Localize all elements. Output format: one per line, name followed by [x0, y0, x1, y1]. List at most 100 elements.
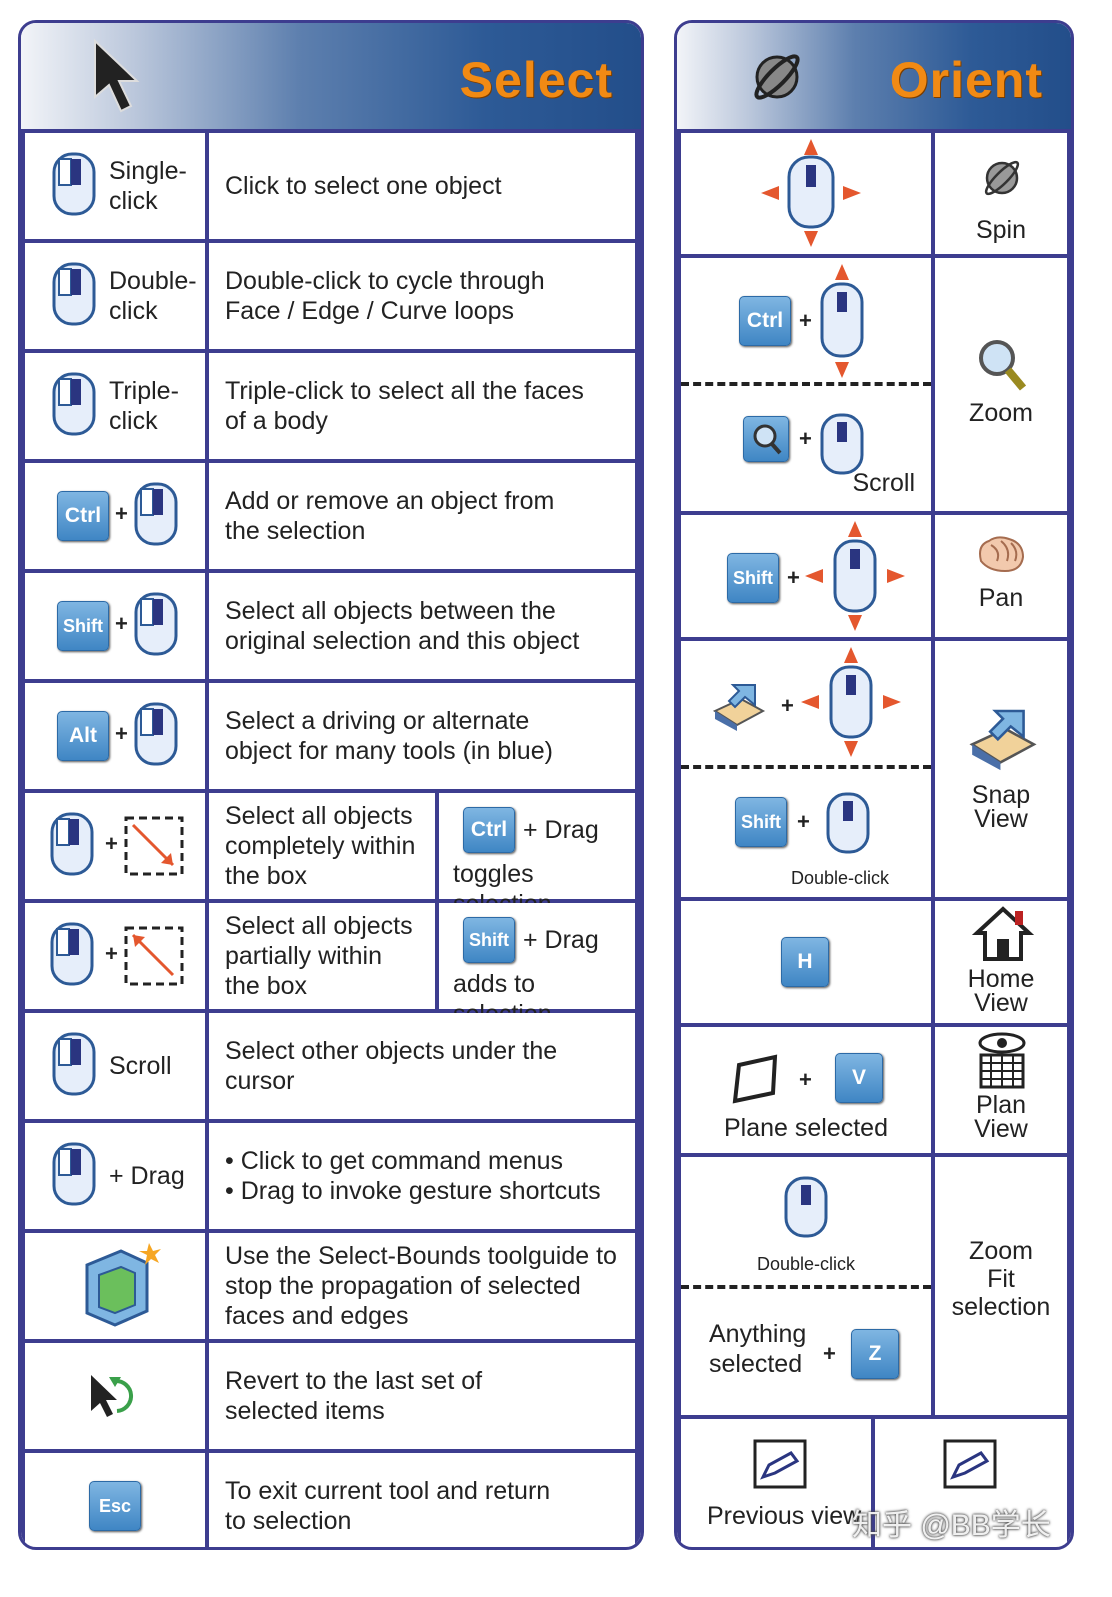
mouse-icon: [784, 1176, 828, 1238]
h-key: H: [781, 937, 829, 987]
double-click-label: Double-click: [791, 868, 890, 888]
orient-panel: Orient Spin Ctrl +: [674, 20, 1074, 1550]
select-description: Double-click to cycle through Face / Edg…: [225, 267, 545, 325]
mouse-icon: [134, 482, 178, 546]
fit-gesture-cell: Double-click Anything selected + Z: [681, 1157, 931, 1415]
plus-sign: +: [115, 501, 128, 526]
zoom-label: Zoom: [969, 399, 1033, 427]
select-description-cell: • Click to get command menus • Drag to i…: [209, 1123, 635, 1229]
hand-icon: [979, 536, 1025, 573]
divider: [681, 382, 931, 386]
mouse-icon: [52, 262, 96, 326]
plus-sign: +: [105, 941, 118, 966]
mouse-icon: [50, 922, 94, 986]
mouse-icon: [820, 413, 864, 475]
pan-gesture-cell: Shift +: [681, 515, 931, 637]
select-description: Triple-click to select all the faces of …: [225, 377, 584, 435]
zoom-fit-label: Zoom Fit selection: [951, 1237, 1051, 1321]
spin-icon: [984, 160, 1020, 196]
plus-sign: +: [799, 308, 812, 333]
home-gesture-cell: H: [681, 901, 931, 1023]
select-action-cell: Shift+: [25, 573, 205, 679]
mouse-icon: [134, 702, 178, 766]
plan-view-label: Plan View: [974, 1091, 1028, 1143]
plus-sign: +: [823, 1341, 836, 1366]
mouse-icon: [52, 1142, 96, 1206]
mouse-drag-icon: [761, 139, 861, 247]
previous-view-cell: Previous view: [681, 1419, 871, 1547]
revert-cursor-icon: [91, 1375, 134, 1417]
select-description: To exit current tool and return to selec…: [225, 1477, 551, 1535]
previous-view-label: Previous view: [707, 1502, 862, 1530]
mouse-icon: [52, 1032, 96, 1096]
zoom-icon: [979, 340, 1027, 391]
select-description: Add or remove an object from the selecti…: [225, 487, 555, 545]
home-cell: Home View: [935, 901, 1067, 1023]
select-action-cell: Single- click: [25, 133, 205, 239]
drag-label: + Drag: [523, 926, 599, 954]
orbit-icon: [754, 54, 800, 100]
modifier-key: Ctrl: [57, 491, 109, 541]
select-action-cell: [25, 1233, 205, 1339]
select-action-label: + Drag: [109, 1162, 185, 1190]
select-panel: Select Single- click Click to select one …: [18, 20, 644, 1550]
mouse-updown-icon: [820, 264, 864, 378]
spin-cell: Spin: [935, 133, 1067, 254]
select-description-cell: Click to select one object: [209, 133, 635, 239]
snap-view-icon: [969, 709, 1037, 771]
double-click-label: Double-click: [756, 1254, 856, 1274]
select-description-cell: Use the Select-Bounds toolguide to stop …: [209, 1233, 635, 1339]
select-action-cell: +: [25, 903, 205, 1009]
plan-view-icon: [978, 1032, 1026, 1089]
select-description-cell: Select all objects completely within the…: [209, 793, 435, 899]
anything-selected-label: Anything selected: [709, 1320, 807, 1378]
fit-cell: Zoom Fit selection: [935, 1157, 1067, 1415]
select-action-cell: Alt+: [25, 683, 205, 789]
next-view-icon: [943, 1439, 997, 1489]
select-description-cell: Add or remove an object from the selecti…: [209, 463, 635, 569]
select-description: Select all objects between the original …: [225, 597, 580, 655]
scroll-label: Scroll: [852, 469, 915, 497]
home-view-label: Home View: [967, 965, 1035, 1017]
select-bounds-icon: [85, 1243, 161, 1327]
modifier-key: Shift: [463, 917, 515, 963]
select-header: Select: [21, 23, 641, 129]
select-description-cell: Revert to the last set of selected items: [209, 1343, 635, 1449]
mouse-icon: [826, 792, 870, 854]
house-icon: [971, 906, 1035, 961]
select-action-cell: Triple- click: [25, 353, 205, 459]
previous-view-icon: [753, 1439, 807, 1489]
select-description: Select all objects completely within the…: [225, 802, 416, 890]
select-title: Select: [459, 52, 613, 108]
select-action-label: Single- click: [109, 157, 187, 215]
pan-label: Pan: [978, 584, 1024, 612]
spin-label: Spin: [975, 216, 1027, 244]
select-action-cell: Ctrl+: [25, 463, 205, 569]
select-action-label: Double- click: [109, 267, 197, 325]
select-description: Select other objects under the cursor: [225, 1037, 558, 1095]
z-key: Z: [851, 1329, 899, 1379]
select-description-cell: Select all objects partially within the …: [209, 903, 435, 1009]
select-action-label: Scroll: [109, 1052, 172, 1080]
v-key: V: [835, 1053, 883, 1103]
zoom-gesture-cell: Ctrl + + Scroll: [681, 258, 931, 511]
selection-box-icon: [124, 816, 184, 876]
mouse-drag-icon: [801, 647, 901, 757]
snap-cell: Snap View: [935, 641, 1067, 897]
select-description: Click to select one object: [225, 172, 502, 200]
select-action-cell: [25, 1343, 205, 1449]
select-description-cell: Select a driving or alternate object for…: [209, 683, 635, 789]
snap-gesture-cell: + Shift + Double-click: [681, 641, 931, 897]
plus-sign: +: [799, 426, 812, 451]
select-action-cell: Scroll: [25, 1013, 205, 1119]
select-description: Use the Select-Bounds toolguide to stop …: [225, 1242, 617, 1330]
shift-key: Shift: [727, 553, 779, 603]
plus-sign: +: [799, 1067, 812, 1092]
shift-key: Shift: [735, 797, 787, 847]
select-action-cell: + Drag: [25, 1123, 205, 1229]
select-action-cell: +: [25, 793, 205, 899]
pan-cell: Pan: [935, 515, 1067, 637]
select-action-cell: Esc: [25, 1453, 205, 1547]
